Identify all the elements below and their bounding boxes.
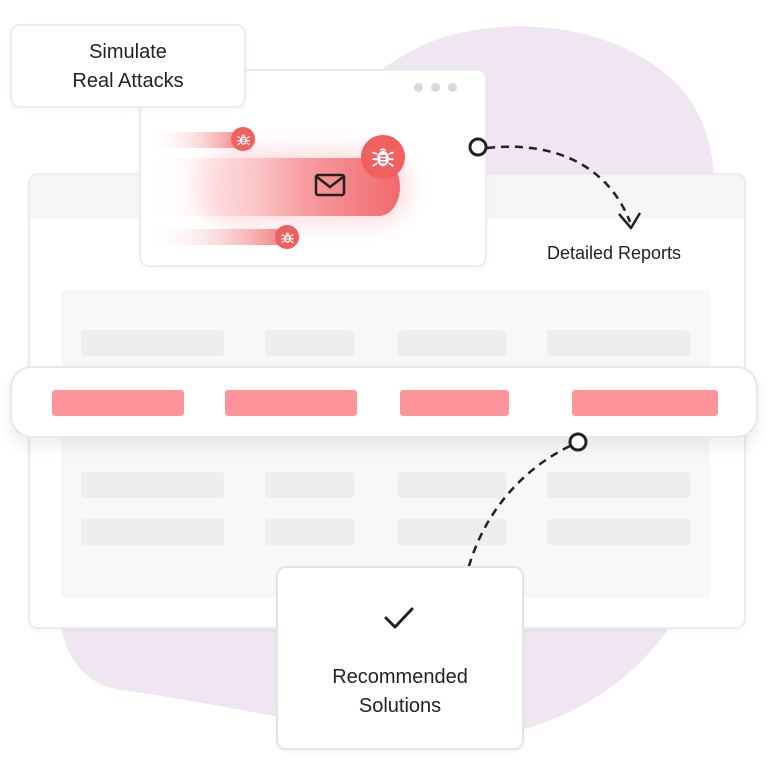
highlight-cell (400, 390, 509, 416)
label-line: Simulate (89, 41, 167, 63)
label-line: Solutions (358, 695, 442, 717)
label-line: Recommended (332, 666, 468, 688)
label-line: Real Attacks (72, 70, 184, 92)
skeleton-cell (547, 472, 690, 498)
bug-icon (231, 127, 255, 151)
skeleton-cell (547, 330, 690, 356)
skeleton-cell (547, 519, 690, 545)
highlight-cell (225, 390, 357, 416)
skeleton-cell (265, 519, 354, 545)
skeleton-cell (81, 330, 224, 356)
skeleton-cell (81, 519, 224, 545)
simulate-attacks-card: Simulate Real Attacks (10, 24, 246, 108)
bug-icon (361, 135, 405, 179)
skeleton-cell (265, 472, 354, 498)
window-dot (448, 83, 457, 92)
skeleton-cell (398, 330, 506, 356)
highlight-cell (52, 390, 184, 416)
skeleton-cell (265, 330, 354, 356)
recommended-solutions-card: Recommended Solutions (276, 566, 524, 750)
recommended-solutions-label: Recommended Solutions (278, 663, 522, 721)
window-dot (414, 83, 423, 92)
detailed-reports-label: Detailed Reports (546, 243, 682, 263)
simulate-attacks-label: Simulate Real Attacks (12, 38, 244, 96)
skeleton-cell (81, 472, 224, 498)
skeleton-cell (398, 472, 506, 498)
window-dot (431, 83, 440, 92)
highlight-cell (572, 390, 718, 416)
bug-icon (275, 225, 299, 249)
check-icon (384, 607, 414, 629)
mail-icon (314, 173, 346, 197)
